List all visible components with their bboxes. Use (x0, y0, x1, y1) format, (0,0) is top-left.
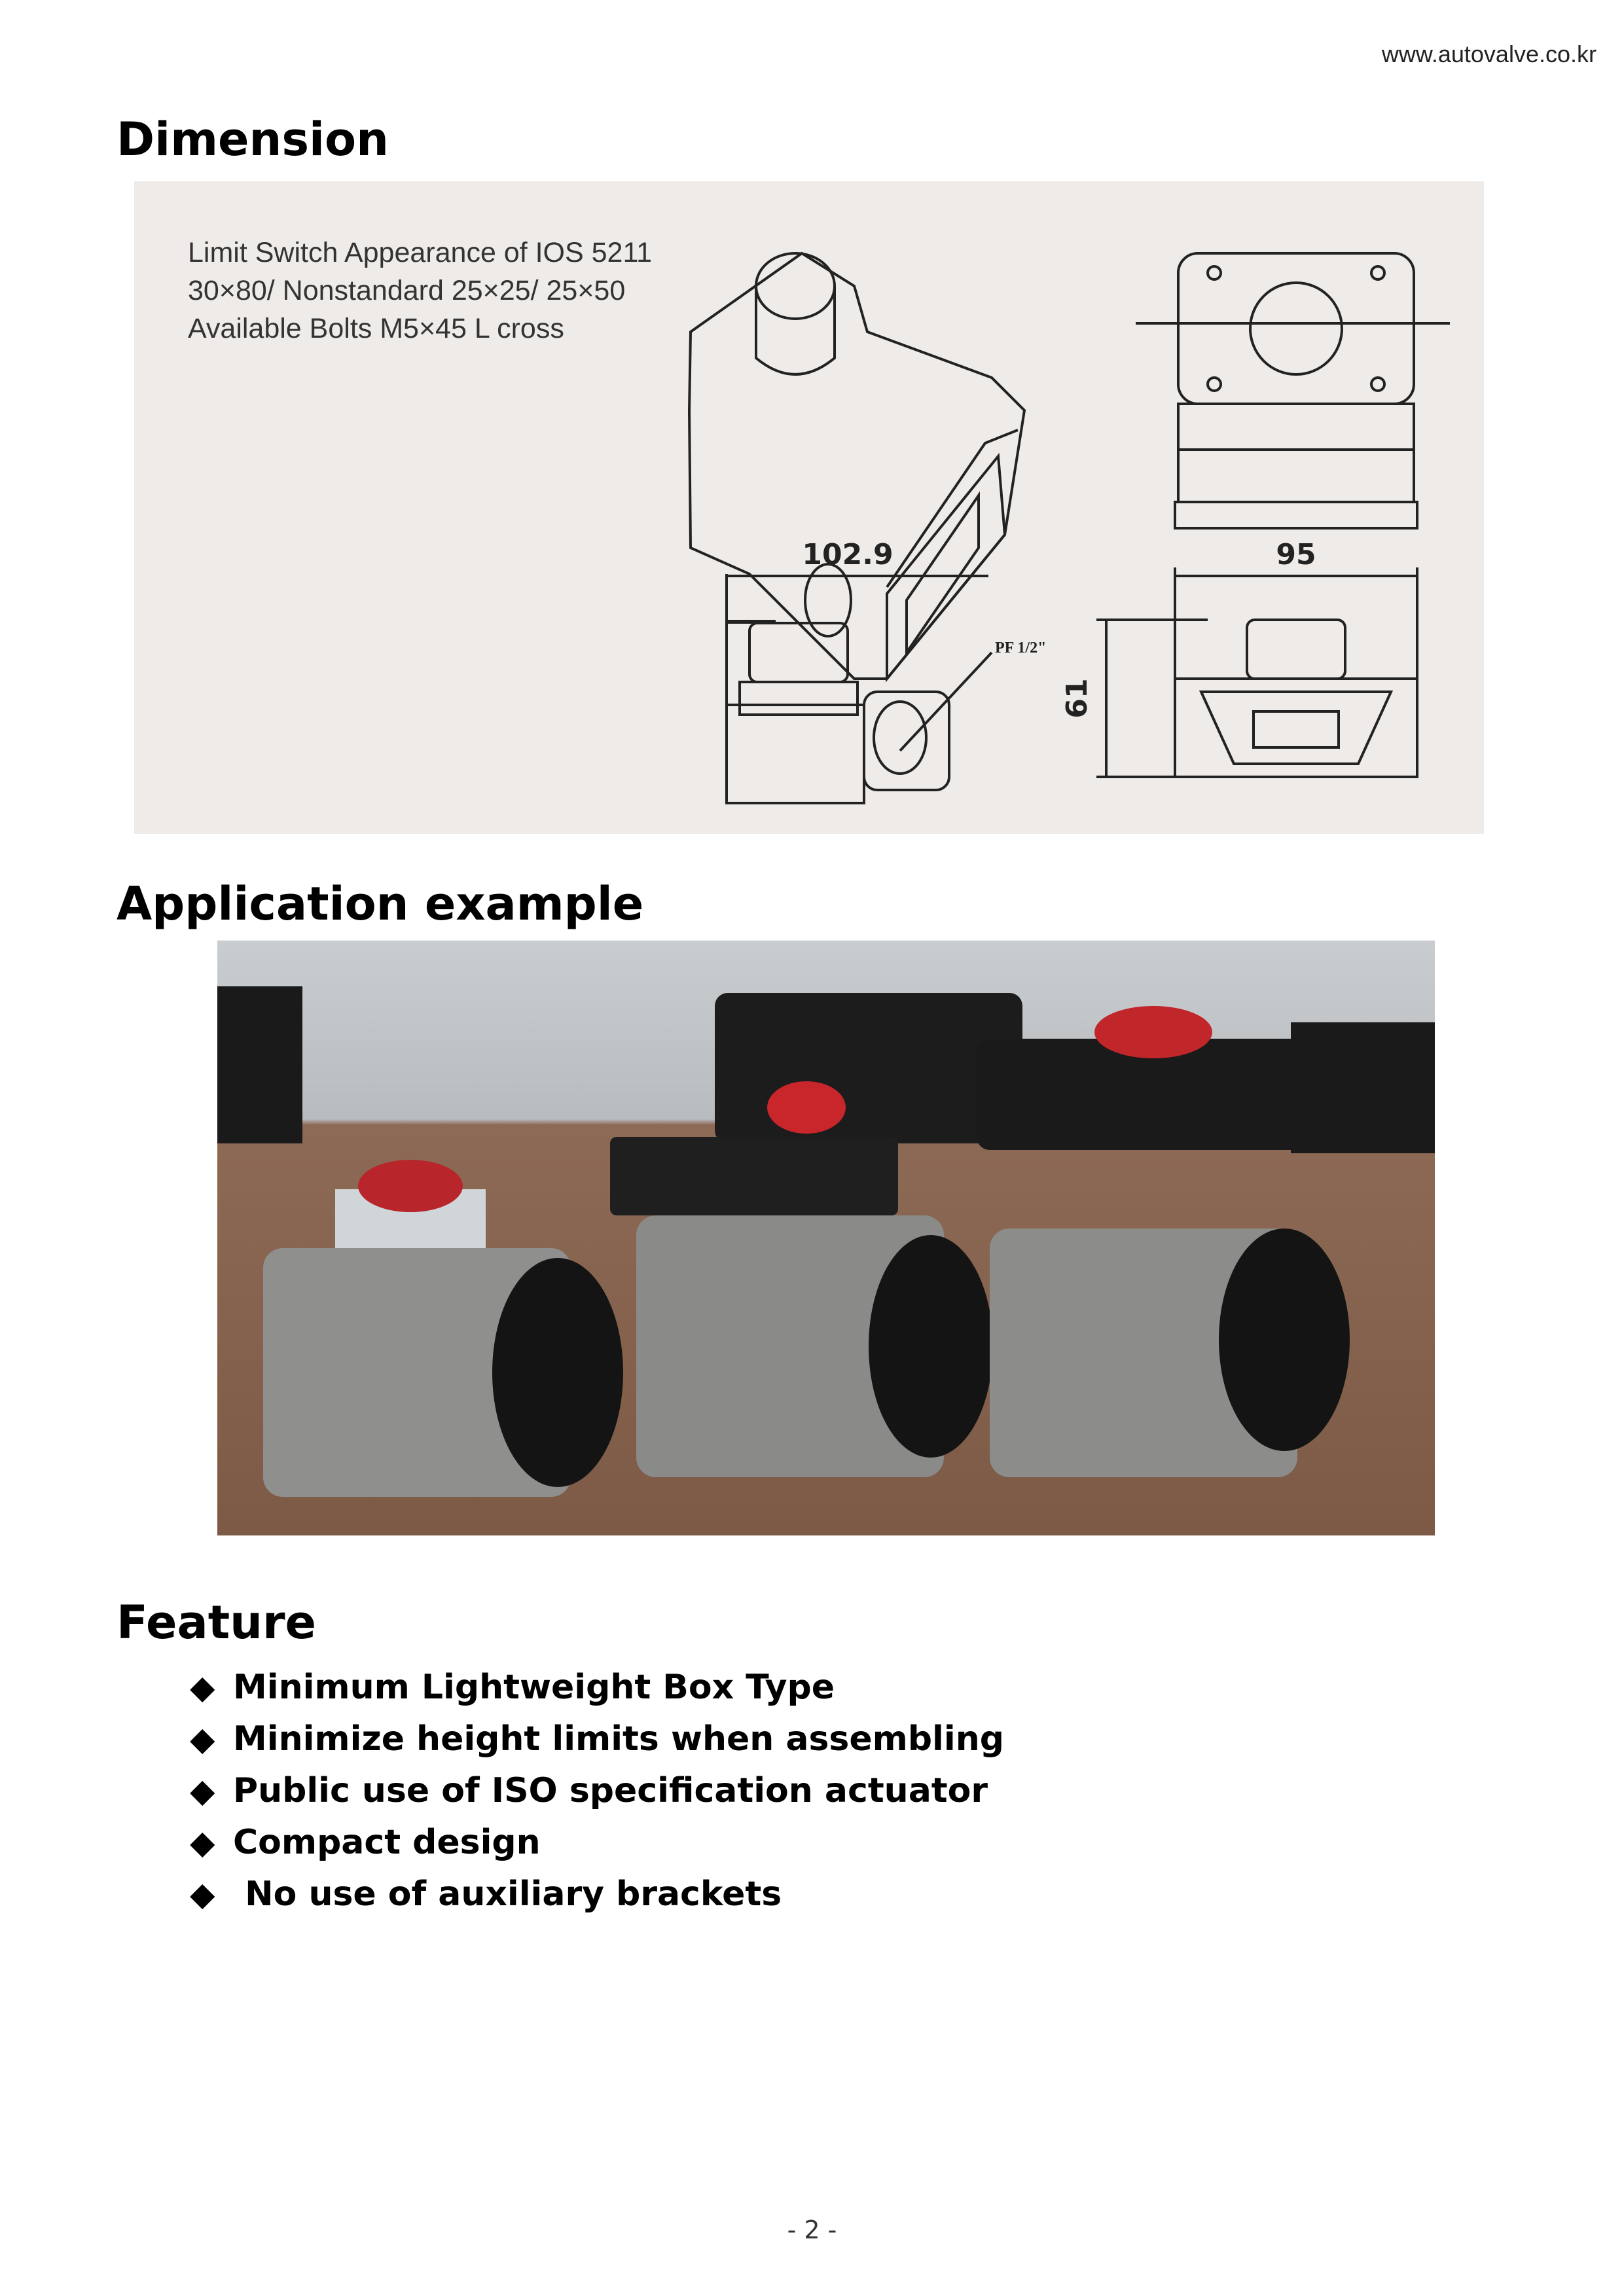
port-label: PF 1/2" (995, 639, 1046, 656)
dimension-drawing: Limit Switch Appearance of IOS 5211 30×8… (134, 181, 1484, 834)
feature-item: ◆ Minimum Lightweight Box Type (190, 1661, 1004, 1713)
feature-item: ◆ Minimize height limits when assembling (190, 1713, 1004, 1765)
diamond-bullet-icon: ◆ (190, 1719, 215, 1758)
feature-heading: Feature (117, 1596, 316, 1649)
dimension-heading: Dimension (117, 113, 389, 166)
feature-text: Compact design (233, 1822, 541, 1862)
feature-text: Public use of ISO specification actuator (233, 1770, 988, 1810)
application-photo (217, 941, 1435, 1535)
feature-item: ◆ Public use of ISO specification actuato… (190, 1765, 1004, 1816)
feature-text: Minimize height limits when assembling (233, 1719, 1004, 1759)
technical-drawing: PF 1/2" 102.9 95 61 (687, 251, 1450, 804)
width-label: 95 (1276, 538, 1316, 571)
feature-list: ◆ Minimum Lightweight Box Type ◆ Minimize … (190, 1661, 1004, 1920)
spec-line: Available Bolts M5×45 L cross (188, 313, 564, 344)
spec-text: Limit Switch Appearance of IOS 5211 30×8… (188, 234, 652, 348)
page-number: - 2 - (787, 2215, 837, 2244)
feature-item: ◆ No use of auxiliary brackets (190, 1868, 1004, 1920)
diamond-bullet-icon: ◆ (190, 1874, 215, 1913)
diamond-bullet-icon: ◆ (190, 1823, 215, 1861)
website-url: www.autovalve.co.kr (1381, 41, 1597, 67)
application-heading: Application example (117, 877, 644, 931)
actuator-photo-illustration (217, 986, 1435, 1497)
spec-line: 30×80/ Nonstandard 25×25/ 25×50 (188, 275, 626, 306)
length-label: 102.9 (802, 538, 893, 571)
height-label: 61 (1060, 678, 1094, 718)
side-view: PF 1/2" 102.9 (725, 538, 1046, 804)
top-view (1136, 252, 1450, 529)
spec-line: Limit Switch Appearance of IOS 5211 (188, 237, 653, 268)
diamond-bullet-icon: ◆ (190, 1668, 215, 1706)
feature-item: ◆ Compact design (190, 1816, 1004, 1868)
feature-text: No use of auxiliary brackets (233, 1874, 782, 1914)
isometric-view (687, 251, 1026, 683)
diamond-bullet-icon: ◆ (190, 1771, 215, 1810)
front-view: 95 61 (1060, 538, 1418, 778)
feature-text: Minimum Lightweight Box Type (233, 1667, 835, 1707)
